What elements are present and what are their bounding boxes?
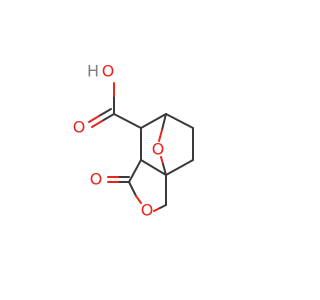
bond-ringo-c8-end	[135, 195, 142, 204]
bond-cacid-c	[113, 113, 142, 129]
bond-cacid-dbl-o2	[88, 115, 100, 123]
bond-bridge-o-top	[158, 129, 163, 142]
bridge-oxygen-label: O	[152, 140, 165, 159]
bond-bridge-c3	[162, 163, 167, 176]
carboxyl-group	[88, 82, 142, 129]
molecule-structure: H O O O O O	[73, 62, 194, 220]
bond-c1-cacid	[140, 113, 167, 129]
hydrogen-label: H	[87, 62, 99, 81]
bond-c8-ringo	[128, 181, 137, 197]
carbon-skeleton	[128, 113, 194, 206]
bond-c3-c5	[165, 159, 194, 176]
ketone-oxygen-label: O	[90, 170, 103, 189]
bond-cacid-dbl-o1	[91, 120, 103, 128]
bond-bridge-o-bottom	[160, 156, 164, 165]
hydroxyl-oxygen-label: O	[102, 62, 115, 81]
bond-c2-c3	[140, 159, 167, 176]
lactone-ring	[107, 176, 167, 212]
bond-cacid-dbl-c1	[101, 113, 115, 122]
oxygen-bridge	[158, 113, 167, 176]
bond-bridge-c7	[161, 113, 167, 131]
bond-ringo-ch2	[159, 204, 167, 209]
bond-cacid-dbl-c2	[98, 108, 112, 117]
bond-c2-c8	[128, 159, 142, 183]
bond-c6-c7	[165, 113, 194, 129]
bond-ringo-ch2-start	[153, 207, 161, 212]
carbonyl-oxygen-label: O	[73, 118, 86, 137]
ring-oxygen-label: O	[141, 201, 154, 220]
